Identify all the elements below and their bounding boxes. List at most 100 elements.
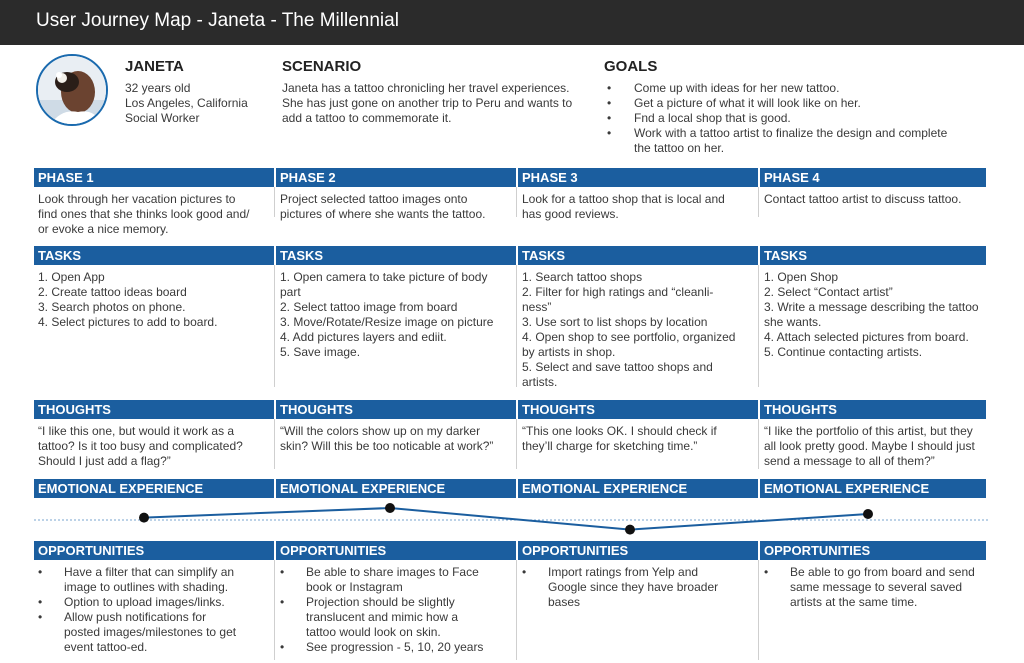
opportunities-header: OPPORTUNITIES	[518, 541, 758, 560]
persona-name: JANETA	[125, 58, 184, 75]
emotion-point-phase-2	[385, 503, 395, 513]
emotion-point-phase-4	[863, 509, 873, 519]
opportunity-item: Option to upload images/links.	[34, 595, 236, 610]
goal-line: Work with a tattoo artist to finalize th…	[634, 126, 948, 140]
tasks-header: TASKS	[34, 246, 274, 265]
emotion-curve	[34, 503, 988, 535]
column-divider	[516, 265, 517, 387]
opportunity-item: See progression - 5, 10, 20 years	[276, 640, 483, 655]
opportunity-item: Projection should be slightlytranslucent…	[276, 595, 483, 640]
phase-3-header: PHASE 3	[518, 168, 758, 187]
phase-1-header: PHASE 1	[34, 168, 274, 187]
column-divider	[516, 560, 517, 660]
column-divider	[516, 187, 517, 217]
thoughts-label: THOUGHTS	[522, 402, 595, 417]
thoughts-header: THOUGHTS	[518, 400, 758, 419]
tasks-label: TASKS	[280, 248, 324, 263]
thoughts-header: THOUGHTS	[760, 400, 986, 419]
emotion-label: EMOTIONAL EXPERIENCE	[764, 481, 930, 496]
tasks-label: TASKS	[764, 248, 808, 263]
scenario-text: Janeta has a tattoo chronicling her trav…	[282, 81, 572, 126]
tasks-label: TASKS	[522, 248, 566, 263]
opportunities-header: OPPORTUNITIES	[34, 541, 274, 560]
opportunities-label: OPPORTUNITIES	[522, 543, 629, 558]
persona-details: 32 years old Los Angeles, California Soc…	[125, 81, 248, 126]
thoughts-header: THOUGHTS	[276, 400, 516, 419]
goals-list: Come up with ideas for her new tattoo. G…	[604, 81, 984, 156]
goal-item: Fnd a local shop that is good.	[604, 111, 984, 126]
opportunities-label: OPPORTUNITIES	[38, 543, 145, 558]
emotion-point-phase-1	[139, 512, 149, 523]
phase-1-label: PHASE 1	[38, 170, 94, 185]
column-divider	[274, 560, 275, 660]
emotion-label: EMOTIONAL EXPERIENCE	[280, 481, 446, 496]
emotion-points	[139, 503, 873, 535]
emotion-label: EMOTIONAL EXPERIENCE	[522, 481, 688, 496]
goal-item: Work with a tattoo artist to finalize th…	[604, 126, 984, 156]
goal-item: Get a picture of what it will look like …	[604, 96, 984, 111]
column-divider	[758, 560, 759, 660]
phase-4-header: PHASE 4	[760, 168, 986, 187]
thoughts-label: THOUGHTS	[280, 402, 353, 417]
title-bar: User Journey Map - Janeta - The Millenni…	[0, 0, 1024, 45]
goal-line: Fnd a local shop that is good.	[634, 111, 791, 125]
emotion-line	[143, 506, 869, 531]
phase-4-thoughts: “I like the portfolio of this artist, bu…	[764, 424, 975, 468]
page-title: User Journey Map - Janeta - The Millenni…	[36, 10, 399, 31]
phase-4-label: PHASE 4	[764, 170, 820, 185]
phase-2-label: PHASE 2	[280, 170, 336, 185]
column-divider	[516, 419, 517, 469]
scenario-line: Janeta has a tattoo chronicling her trav…	[282, 81, 570, 95]
tasks-header: TASKS	[276, 246, 516, 265]
phase-1-opportunities: Have a filter that can simplify animage …	[34, 565, 236, 655]
column-divider	[758, 265, 759, 387]
opportunities-header: OPPORTUNITIES	[276, 541, 516, 560]
emotion-label: EMOTIONAL EXPERIENCE	[38, 481, 204, 496]
emotion-header: EMOTIONAL EXPERIENCE	[276, 479, 516, 498]
persona-avatar	[36, 54, 108, 126]
emotion-header: EMOTIONAL EXPERIENCE	[760, 479, 986, 498]
tasks-label: TASKS	[38, 248, 82, 263]
phase-2-header: PHASE 2	[276, 168, 516, 187]
persona-occupation: Social Worker	[125, 111, 200, 125]
goal-line: Come up with ideas for her new tattoo.	[634, 81, 840, 95]
thoughts-header: THOUGHTS	[34, 400, 274, 419]
persona-location: Los Angeles, California	[125, 96, 248, 110]
opportunities-label: OPPORTUNITIES	[764, 543, 871, 558]
column-divider	[758, 419, 759, 469]
emotion-header: EMOTIONAL EXPERIENCE	[518, 479, 758, 498]
phase-3-label: PHASE 3	[522, 170, 578, 185]
opportunity-item: Have a filter that can simplify animage …	[34, 565, 236, 595]
emotion-header: EMOTIONAL EXPERIENCE	[34, 479, 274, 498]
tasks-header: TASKS	[760, 246, 986, 265]
scenario-line: add a tattoo to commemorate it.	[282, 111, 452, 125]
column-divider	[274, 187, 275, 217]
column-divider	[274, 419, 275, 469]
scenario-heading: SCENARIO	[282, 58, 362, 75]
column-divider	[758, 187, 759, 217]
phase-1-thoughts: “I like this one, but would it work as a…	[38, 424, 243, 468]
phase-4-description: Contact tattoo artist to discuss tattoo.	[764, 192, 962, 206]
scenario-line: She has just gone on another trip to Per…	[282, 96, 573, 110]
persona-age: 32 years old	[125, 81, 191, 95]
phase-3-description: Look for a tattoo shop that is local and…	[522, 192, 725, 221]
column-divider	[274, 265, 275, 387]
opportunities-header: OPPORTUNITIES	[760, 541, 986, 560]
goal-item: Come up with ideas for her new tattoo.	[604, 81, 984, 96]
avatar-photo-icon	[38, 56, 106, 124]
goal-line: the tattoo on her.	[634, 141, 725, 155]
